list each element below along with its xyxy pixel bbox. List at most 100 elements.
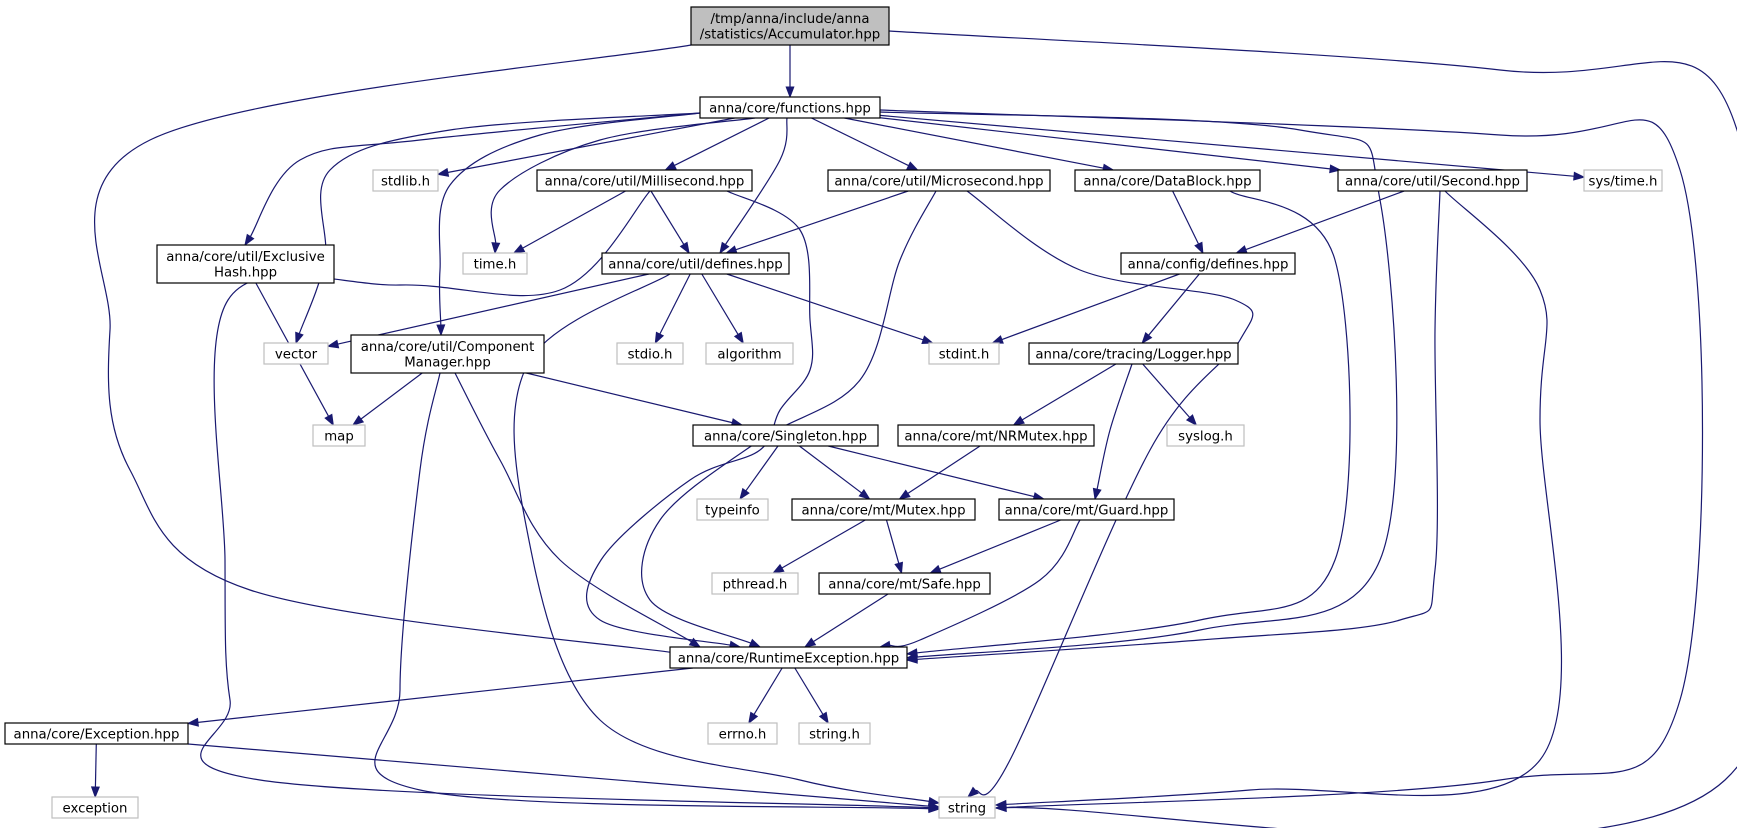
edge-line [812,593,889,643]
node-singleton[interactable]: anna/core/Singleton.hpp [692,424,879,447]
edge-arrowhead [1092,487,1102,501]
node-label: anna/core/functions.hpp [709,101,871,116]
edge-mutex-to-safe [885,519,904,575]
node-box [998,498,1175,521]
node-box [928,342,1000,365]
edge-line [915,190,1441,660]
edge-functions-to-stdlib [436,117,735,177]
node-label: map [324,429,354,444]
node-utildefines[interactable]: anna/core/util/defines.hpp [601,252,790,275]
edge-line [794,667,824,716]
edge-line [249,112,701,238]
node-box [827,169,1051,192]
node-box [1074,169,1261,192]
edge-arrowhead [905,648,918,658]
node-box [536,169,753,192]
edge-arrowhead [688,637,702,648]
edge-runtimeexception-to-stringh [794,667,829,725]
edge-arrowhead [905,654,918,664]
edge-logger-to-nrmutex [1012,363,1117,426]
node-vector: vector [263,342,329,365]
edge-functions-to-millisecond [664,117,770,171]
node-label: anna/core/mt/Mutex.hpp [801,503,965,518]
edge-arrowhead [748,638,762,648]
edge-arrowhead [1329,164,1342,174]
edge-configdefines-to-stdint [991,273,1180,344]
edge-line [1147,273,1200,337]
node-label: anna/core/util/Exclusive [166,250,325,265]
node-stdio: stdio.h [616,342,684,365]
edge-line [726,273,925,341]
edge-arrowhead [351,415,365,426]
edge-millisecond-to-timeh [512,190,626,254]
node-box [1337,169,1528,192]
edge-line [879,117,1332,170]
edge-line [753,667,783,716]
edge-line [526,372,734,424]
edge-line [446,117,735,174]
node-box [897,424,1095,447]
node-stdint: stdint.h [928,342,1000,365]
node-root[interactable]: /tmp/anna/include/anna/statistics/Accumu… [690,6,890,46]
edge-arrowhead [803,637,817,648]
node-box [4,722,189,745]
edge-line [94,743,97,789]
edge-functions-to-systime [879,114,1586,181]
edge-functions-to-componentmanager [436,112,701,337]
node-functions[interactable]: anna/core/functions.hpp [699,96,881,119]
node-box [818,572,991,595]
node-box [1028,342,1239,365]
edge-safe-to-runtimeexception [803,593,889,648]
node-configdefines[interactable]: anna/config/defines.hpp [1120,252,1296,275]
edge-arrowhead [654,331,665,345]
edge-line [828,445,1036,498]
node-exception: exception [51,796,139,819]
edge-arrowhead [512,243,526,254]
edge-line [734,190,909,251]
node-label: errno.h [719,727,767,742]
edge-arrowhead [739,487,750,501]
node-millisecond[interactable]: anna/core/util/Millisecond.hpp [536,169,753,192]
edge-arrowhead [785,86,795,99]
node-label: anna/core/mt/NRMutex.hpp [904,429,1087,444]
edge-arrowhead [928,801,941,811]
node-logger[interactable]: anna/core/tracing/Logger.hpp [1028,342,1239,365]
node-guard[interactable]: anna/core/mt/Guard.hpp [998,498,1175,521]
node-box [156,244,335,284]
node-label: anna/core/Singleton.hpp [704,429,867,444]
node-box [707,722,778,745]
node-typeinfo: typeinfo [696,498,769,521]
edge-line [888,30,1737,828]
node-safe[interactable]: anna/core/mt/Safe.hpp [818,572,991,595]
edge-functions-to-microsecond [811,117,919,171]
node-runtimeexception[interactable]: anna/core/RuntimeException.hpp [669,646,908,669]
edge-logger-to-syslog [1142,363,1198,427]
edge-arrowhead [1185,414,1198,427]
node-label: anna/core/util/Second.hpp [1345,174,1520,189]
node-label: string.h [809,727,860,742]
node-label: string [948,801,986,816]
node-label: vector [275,347,318,362]
node-second[interactable]: anna/core/util/Second.hpp [1337,169,1528,192]
node-label: stdio.h [628,347,673,362]
node-datablock[interactable]: anna/core/DataBlock.hpp [1074,169,1261,192]
edge-line [915,190,1351,654]
edge-line [94,44,692,655]
node-label: Hash.hpp [214,266,277,281]
node-nrmutex[interactable]: anna/core/mt/NRMutex.hpp [897,424,1095,447]
node-algorithm: algorithm [705,342,794,365]
node-label: Manager.hpp [404,356,491,371]
node-microsecond[interactable]: anna/core/util/Microsecond.hpp [827,169,1051,192]
node-box [350,334,545,374]
edge-line [888,519,1081,648]
node-label: anna/core/util/Millisecond.hpp [545,174,745,189]
node-mutex[interactable]: anna/core/mt/Mutex.hpp [791,498,976,521]
edge-line [438,112,701,327]
edge-line [1000,273,1180,341]
edge-functions-to-timeh [490,117,756,255]
node-exception-hpp[interactable]: anna/core/Exception.hpp [4,722,189,745]
node-label: anna/core/RuntimeException.hpp [678,651,899,666]
node-box [462,252,528,275]
